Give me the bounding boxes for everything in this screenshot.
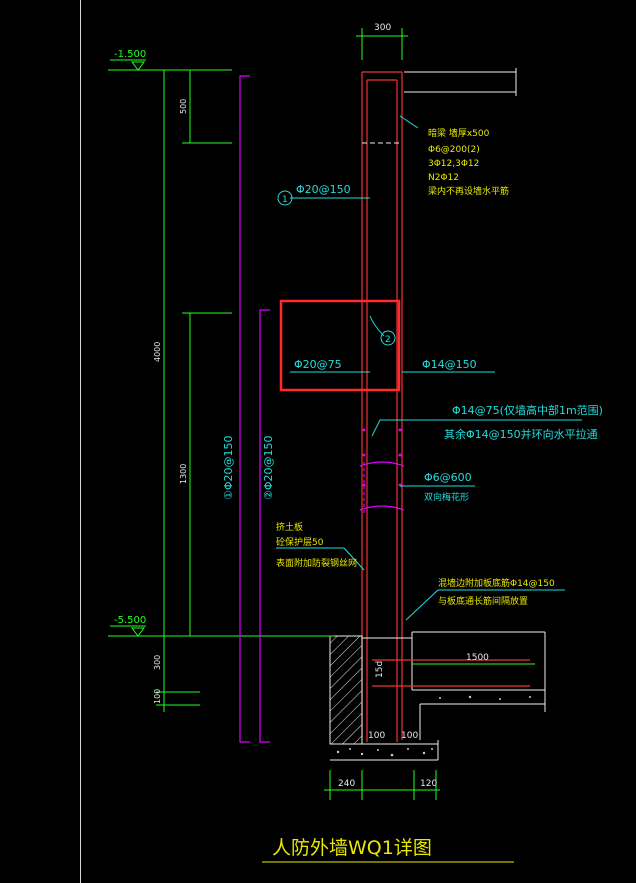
rebar-dots [362, 428, 402, 487]
bottom-dimension [324, 770, 440, 800]
leader-lines [276, 115, 582, 621]
label-inner-rebar: Φ20@75 [294, 358, 342, 371]
dim-anchor: 15d [375, 661, 385, 678]
label-rebar1: Φ20@150 [296, 183, 351, 196]
dim-300: 300 [153, 655, 162, 670]
beam-label-4: N2Φ12 [428, 173, 459, 183]
callout-1-num: 1 [282, 195, 288, 205]
dim-bottom-right: 120 [420, 779, 437, 789]
soil-label-1: 挤土板 [276, 521, 303, 533]
beam-label-3: 3Φ12,3Φ12 [428, 159, 479, 169]
wall-outline [361, 71, 403, 742]
foundation-hatch [329, 635, 363, 745]
highlight-box[interactable] [279, 299, 401, 392]
add-label-1: 混墙边附加板底筋Φ14@150 [438, 577, 555, 589]
dim-100: 100 [153, 689, 162, 704]
drawing-title: 人防外墙WQ1详图 [272, 837, 432, 859]
elevation-markers [131, 61, 145, 637]
beam-label-2: Φ6@200(2) [428, 145, 480, 155]
slab-rebar [372, 659, 530, 687]
dim-4000: 4000 [153, 342, 162, 362]
beam-lines [362, 68, 546, 740]
label-horiz-1: Φ14@75(仅墙高中部1m范围) [452, 403, 603, 417]
dim-top-wall: 300 [374, 23, 391, 33]
dim-500: 500 [179, 99, 188, 114]
beam-label-5: 梁内不再设墙水平筋 [428, 185, 509, 197]
vertical-label-rebar1: ①Φ20@150 [222, 435, 235, 500]
dim-1300: 1300 [179, 464, 188, 484]
callout-2-num: 2 [385, 335, 391, 345]
label-horiz-2: 其余Φ14@150并环向水平拉通 [444, 427, 598, 441]
dim-inner-right: 100 [401, 731, 418, 741]
label-outer-rebar: Φ14@150 [422, 358, 477, 371]
add-label-2: 与板底通长筋间隔放置 [438, 595, 528, 607]
soil-label-2: 砼保护层50 [276, 536, 324, 548]
label-tie-1: Φ6@600 [424, 471, 472, 484]
top-dimension [356, 28, 408, 60]
dim-inner-left: 100 [368, 731, 385, 741]
beam-label-1: 暗梁 墙厚x500 [428, 127, 490, 139]
dim-bottom-left: 240 [338, 779, 355, 789]
rebar-callouts [277, 190, 396, 346]
elevation-top: -1.500 [114, 49, 146, 60]
frame-border-line [80, 0, 81, 883]
soil-label-3: 表面附加防裂钢丝网 [276, 557, 357, 569]
concrete-dots [336, 695, 531, 757]
rebar-extent-lines [239, 75, 270, 743]
foundation-base [330, 740, 439, 761]
dim-slab-len: 1500 [466, 653, 489, 663]
left-dimensions [108, 59, 334, 712]
elevation-bottom: -5.500 [114, 615, 146, 626]
vertical-label-rebar2: ②Φ20@150 [262, 435, 275, 500]
tie-marks [359, 461, 405, 514]
label-tie-2: 双向梅花形 [424, 491, 469, 503]
